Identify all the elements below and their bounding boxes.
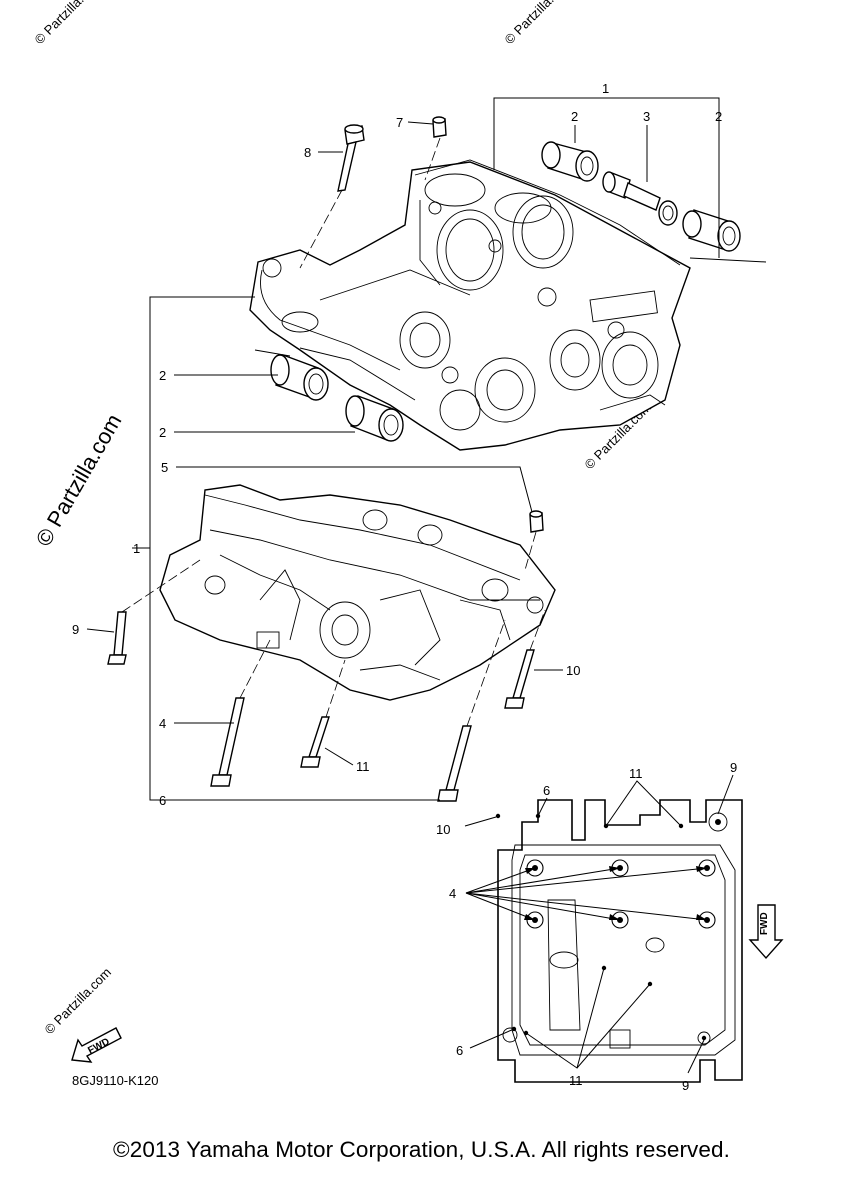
fwd-arrow-right: FWD <box>748 904 784 960</box>
callout-number: 10 <box>436 822 450 837</box>
callout-number: 4 <box>159 716 166 731</box>
callout-labels: 1 2 3 2 7 8 2 2 5 1 9 10 4 11 6 6 11 9 1… <box>72 81 737 1093</box>
watermark: © Partzilla.com <box>42 965 115 1038</box>
callout-number: 1 <box>133 541 140 556</box>
callout-number: 6 <box>456 1043 463 1058</box>
alignment-lines <box>121 137 546 727</box>
callout-number: 8 <box>304 145 311 160</box>
callout-number: 4 <box>449 886 456 901</box>
bushing <box>682 209 741 252</box>
callout-number: 2 <box>159 425 166 440</box>
lower-crankcase <box>159 484 556 701</box>
watermark: © Partzilla.com <box>502 0 575 47</box>
callout-number: 2 <box>715 109 722 124</box>
bolt-10 <box>504 649 535 709</box>
callout-number: 9 <box>72 622 79 637</box>
bushing-left-b <box>345 395 404 442</box>
collar <box>602 171 678 226</box>
callout-number: 5 <box>161 460 168 475</box>
dowel-pin-7 <box>432 116 447 138</box>
fwd-label: FWD <box>86 1036 111 1056</box>
callout-number: 9 <box>682 1078 689 1093</box>
callout-number: 9 <box>730 760 737 775</box>
callout-number: 1 <box>602 81 609 96</box>
bolt-9 <box>107 611 127 665</box>
callout-number: 6 <box>159 793 166 808</box>
bottom-view-outline <box>497 799 743 1083</box>
leader-lines <box>86 97 767 801</box>
bushing-set-top <box>541 141 741 252</box>
dowel-pin-5 <box>529 510 544 533</box>
callout-number: 7 <box>396 115 403 130</box>
leader-arrowheads <box>524 866 707 920</box>
bolt-hole <box>715 819 721 825</box>
bushing <box>541 141 599 182</box>
upper-crankcase <box>249 159 691 451</box>
bushing-left-a <box>270 354 329 401</box>
bolt-8 <box>337 124 365 192</box>
callout-number: 11 <box>629 766 643 781</box>
callout-number: 11 <box>356 759 370 774</box>
diagram-code: 8GJ9110-K120 <box>72 1073 159 1088</box>
bolt-4 <box>210 697 245 787</box>
callout-number: 6 <box>543 783 550 798</box>
watermark: © Partzilla.com <box>32 0 105 47</box>
watermark-dark: © Partzilla.com <box>31 410 127 551</box>
fwd-label: FWD <box>759 912 770 935</box>
callout-number: 2 <box>571 109 578 124</box>
bolt-hole <box>495 813 501 819</box>
callout-number: 3 <box>643 109 650 124</box>
bolt-11 <box>300 716 330 768</box>
bolt-6 <box>437 725 472 802</box>
copyright-notice: ©2013 Yamaha Motor Corporation, U.S.A. A… <box>113 1137 730 1162</box>
bottom-view-leaders <box>464 774 734 1074</box>
callout-number: 2 <box>159 368 166 383</box>
bolt-hole <box>701 1035 707 1041</box>
callout-number: 10 <box>566 663 580 678</box>
callout-number: 11 <box>569 1073 583 1088</box>
fwd-arrow-left: FWD <box>71 1027 122 1063</box>
